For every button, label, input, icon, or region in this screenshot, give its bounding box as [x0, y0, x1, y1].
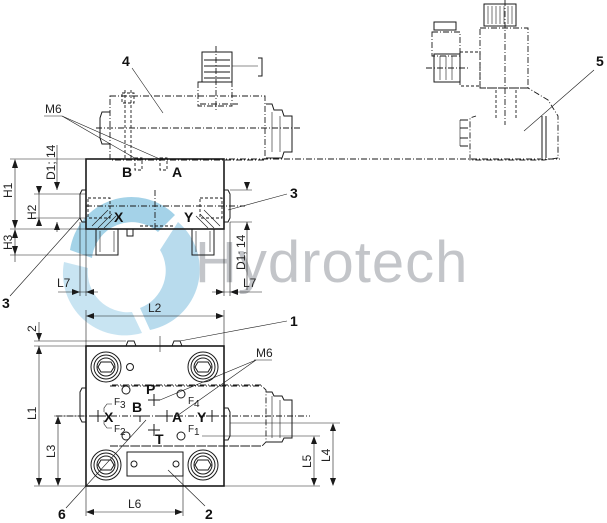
dim-l4: L4 — [230, 422, 340, 486]
dim-l5: L5 — [202, 435, 320, 487]
solenoid-5 — [426, 0, 559, 161]
d1-left-label: D1; 14 — [44, 144, 58, 180]
svg-text:F: F — [114, 397, 120, 408]
l1-label: L1 — [25, 406, 39, 420]
port-a-label: A — [172, 164, 182, 180]
h2-label: H2 — [25, 204, 39, 220]
l7-right-label: L7 — [243, 276, 257, 290]
callout-1: 1 — [290, 313, 298, 329]
l4-label: L4 — [319, 448, 333, 462]
nameplate — [126, 451, 184, 477]
l7-left-label: L7 — [57, 276, 71, 290]
force-f3: F 3 — [114, 397, 126, 411]
dim-h1: H1 — [1, 158, 86, 230]
m6-label-top: M6 — [256, 346, 273, 360]
callout-6: 6 — [58, 506, 66, 522]
port-a-label-top: A — [172, 409, 182, 425]
callout-4: 4 — [122, 53, 130, 69]
port-t-label-top: T — [155, 431, 164, 447]
dim-l6: L6 — [85, 476, 184, 516]
dim-l2: L2 — [85, 301, 225, 346]
svg-text:F: F — [188, 424, 194, 435]
port-b-label: B — [122, 164, 132, 180]
svg-text:3: 3 — [120, 400, 126, 411]
svg-text:1: 1 — [194, 427, 200, 438]
callout-3-right: 3 — [290, 185, 298, 201]
dim-d1-right: D1; 14 — [230, 182, 252, 290]
dim-h3: H3 — [1, 229, 96, 262]
force-f1: F 1 — [188, 424, 200, 438]
force-f2: F 2 — [114, 424, 126, 438]
port-x-label-top: X — [104, 409, 114, 425]
bolt-bottom-left — [90, 449, 122, 481]
top-view: P B X A Y T F 3 F 2 F 4 F 1 M6 — [25, 301, 340, 522]
callout-3-left: 3 — [2, 295, 10, 311]
watermark-text: Hydrotech — [195, 230, 468, 295]
port-x-label: X — [114, 209, 124, 225]
dim-l3: L3 — [44, 415, 86, 486]
port-p-label: P — [146, 381, 155, 397]
dim-2-label: 2 — [25, 325, 39, 332]
l2-label: L2 — [148, 301, 162, 315]
svg-text:F: F — [188, 396, 194, 407]
svg-text:F: F — [114, 424, 120, 435]
l6-label: L6 — [128, 497, 142, 511]
dim-l7-left: L7 — [57, 222, 98, 296]
callout-2: 2 — [205, 506, 213, 522]
dim-l7-right: L7 — [212, 222, 262, 296]
callout-5: 5 — [596, 53, 604, 69]
l5-label: L5 — [300, 454, 314, 468]
dim-d1-left: D1; 14 — [44, 144, 60, 232]
bolt-top-left — [90, 351, 122, 383]
m6-label-side: M6 — [45, 102, 62, 116]
bolt-bottom-right — [187, 449, 219, 481]
h3-label: H3 — [1, 234, 15, 250]
side-view: B A X Y M6 4 5 3 3 H1 — [1, 0, 604, 311]
port-y-label: Y — [184, 209, 194, 225]
h1-label: H1 — [1, 182, 15, 198]
watermark: Hydrotech — [62, 197, 468, 336]
port-y-label-top: Y — [197, 409, 207, 425]
l3-label: L3 — [44, 444, 58, 458]
d1-right-label: D1; 14 — [234, 234, 248, 270]
port-b-label-top: B — [132, 399, 142, 415]
solenoid-4 — [96, 46, 300, 161]
dim-l1: L1 — [25, 347, 86, 487]
force-f4: F 4 — [188, 396, 200, 410]
svg-text:4: 4 — [194, 399, 200, 410]
dim-h2: H2 — [25, 186, 86, 226]
svg-text:2: 2 — [120, 427, 126, 438]
